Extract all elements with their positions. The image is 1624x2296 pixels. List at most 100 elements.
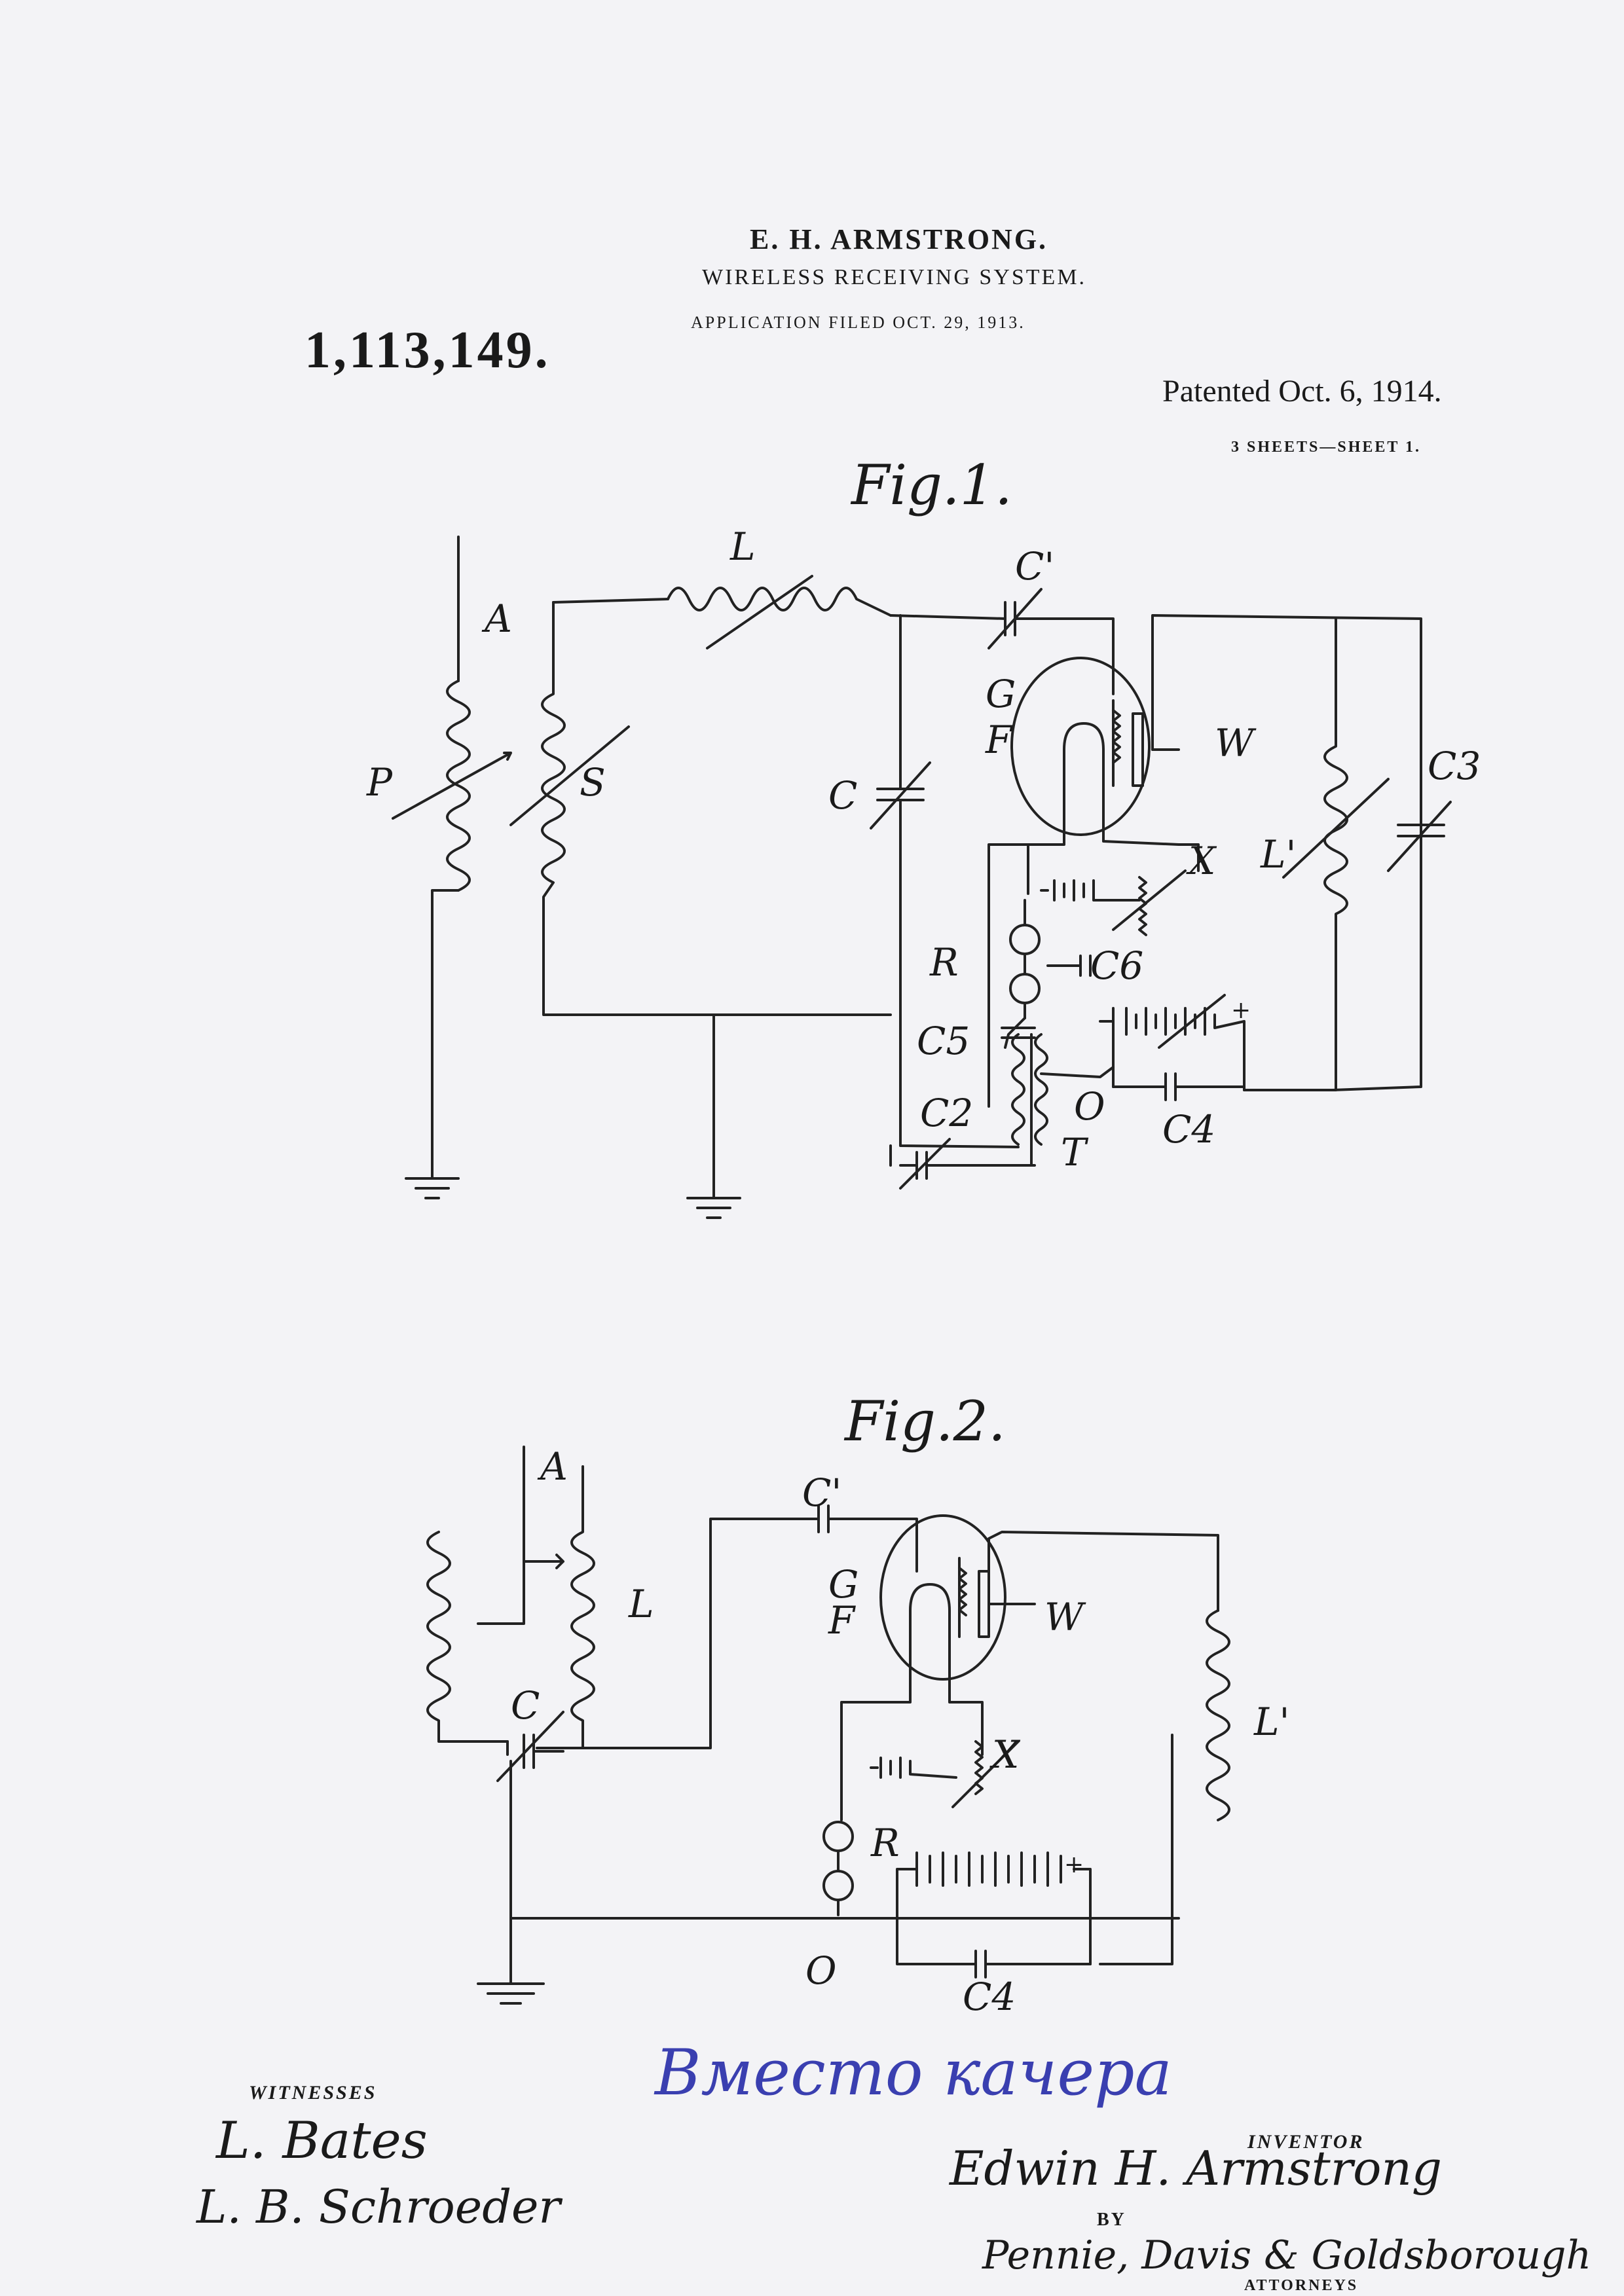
fig1-capacitor-C2 — [889, 1144, 1036, 1180]
fig2-label-C1: C' — [802, 1470, 841, 1515]
fig1-capacitor-C5 — [1001, 1017, 1036, 1049]
fig2-capacitor-C — [506, 1734, 564, 1769]
fig1-label-C: C — [828, 773, 857, 818]
fig1-label-T: T — [1061, 1130, 1089, 1175]
fig1-inductance-L1 — [1243, 617, 1348, 1091]
fig1-secondary-coil — [541, 601, 892, 1016]
fig1-label-R: R — [929, 940, 959, 985]
fig1-label-L: L — [729, 524, 756, 569]
fig2-grid — [958, 1557, 967, 1638]
fig2-plate-battery — [896, 1851, 1092, 1965]
fig1-ground-1 — [405, 1177, 460, 1199]
fig1-filament-battery — [1040, 879, 1141, 902]
fig1-inductance-L — [667, 587, 892, 617]
fig1-grid — [1112, 699, 1121, 787]
fig1-primary-arrow — [392, 752, 512, 820]
fig1-C3-arrow — [1387, 801, 1452, 872]
fig1-capacitor-C6 — [1046, 955, 1092, 977]
fig2-inductance-L1 — [1206, 1609, 1230, 1821]
patented-date: Patented Oct. 6, 1914. — [1162, 374, 1442, 409]
attorney-signature: Pennie, Davis & Goldsborough — [982, 2232, 1592, 2278]
fig2-plate-circuit — [987, 1531, 1219, 1612]
witness-signature-1: L. Bates — [216, 2111, 428, 2170]
fig2-filament — [909, 1583, 951, 1677]
fig1-transformer-T — [1011, 1033, 1025, 1146]
fig1-plate-W — [1132, 712, 1144, 787]
fig1-C-arrow — [870, 761, 931, 829]
fig2-coil-left — [426, 1531, 509, 1743]
fig1-label-C3: C3 — [1428, 744, 1481, 788]
fig1-top-wire — [552, 598, 669, 604]
fig1-label-X: X — [1186, 839, 1217, 883]
fig1-label-P: P — [366, 760, 393, 805]
witnesses-label: WITNESSES — [249, 2082, 377, 2104]
fig1-L1-arrow — [1282, 778, 1390, 879]
fig2-title: Fig.2. — [843, 1389, 1006, 1453]
fig2-plus-sign: + — [1064, 1851, 1084, 1878]
fig2-label-C: C — [511, 1683, 540, 1728]
fig2-filament-battery — [870, 1757, 957, 1779]
application-filed: APPLICATION FILED OCT. 29, 1913. — [691, 313, 1025, 332]
fig1-label-L1: L' — [1260, 832, 1296, 877]
fig2-label-L: L — [628, 1582, 654, 1626]
fig1-ground-2 — [686, 1013, 741, 1219]
fig1-label-A: A — [481, 596, 512, 641]
fig1-label-C1: C' — [1015, 544, 1054, 589]
fig1-label-C5: C5 — [917, 1019, 970, 1063]
inventor-name: E. H. ARMSTRONG. — [750, 223, 1048, 255]
fig1-plate-circuit — [1151, 614, 1422, 1091]
fig1-label-W: W — [1215, 721, 1257, 765]
fig1-title: Fig.1. — [850, 453, 1012, 517]
fig1-plate-battery — [1112, 1007, 1246, 1091]
fig2-ground — [477, 1760, 545, 2005]
fig2-label-L1: L' — [1253, 1700, 1289, 1744]
fig1-label-C4: C4 — [1162, 1107, 1215, 1152]
fig2-rheostat-X — [974, 1740, 984, 1795]
fig2-label-F: F — [828, 1598, 856, 1643]
inventor-label: INVENTOR — [1247, 2131, 1365, 2153]
fig1-grid-capacitor — [889, 601, 1115, 695]
attorneys-label: ATTORNEYS — [1244, 2277, 1359, 2294]
fig2-label-R: R — [870, 1821, 900, 1865]
fig2-label-X: X — [989, 1732, 1021, 1777]
fig1-label-C6: C6 — [1090, 943, 1143, 988]
fig2-label-W: W — [1044, 1595, 1086, 1639]
fig2-capacitor-C4 — [896, 1917, 1092, 1978]
fig2-audion-tube — [879, 1514, 1006, 1681]
fig1-plus-sign: + — [1231, 997, 1251, 1024]
fig2-receiver-1 — [822, 1821, 854, 1852]
fig1-L-arrow — [706, 575, 813, 649]
fig1-capacitor-C4 — [1112, 1072, 1246, 1101]
fig1-primary-ground-wire — [431, 889, 460, 1180]
fig2-plate-W — [978, 1570, 990, 1638]
fig1-label-G: G — [986, 672, 1016, 716]
fig1-label-C2: C2 — [920, 1091, 973, 1135]
fig1-filament — [1063, 722, 1105, 826]
handwritten-note: Вместо качера — [655, 2036, 1172, 2109]
fig1-audion-tube — [1010, 657, 1151, 836]
witness-signature-2: L. B. Schroeder — [196, 2180, 561, 2234]
fig1-C1-arrow — [987, 588, 1043, 649]
fig1-label-O: O — [1074, 1084, 1105, 1129]
fig1-primary-coil — [446, 680, 471, 892]
sheet-count: 3 SHEETS—SHEET 1. — [1231, 439, 1421, 456]
inventor-signature: Edwin H. Armstrong — [950, 2141, 1442, 2196]
fig2-grid-capacitor — [581, 1504, 918, 1749]
fig1-variable-capacitor-C — [876, 614, 1020, 1148]
fig2-receiver-2 — [822, 1870, 854, 1901]
fig2-label-C4: C4 — [963, 1975, 1016, 2019]
fig2-label-G: G — [828, 1562, 858, 1607]
fig1-secondary-arrow — [509, 725, 630, 826]
fig1-label-S: S — [580, 760, 606, 805]
patent-title: WIRELESS RECEIVING SYSTEM. — [702, 265, 1087, 289]
by-label: BY — [1097, 2210, 1126, 2230]
fig2-label-O: O — [805, 1948, 837, 1993]
fig2-label-A: A — [537, 1444, 568, 1489]
fig2-antenna-wire — [477, 1446, 525, 1625]
patent-number: 1,113,149. — [304, 321, 551, 379]
fig1-label-F: F — [985, 718, 1013, 762]
fig2-coil-L — [536, 1465, 595, 1749]
